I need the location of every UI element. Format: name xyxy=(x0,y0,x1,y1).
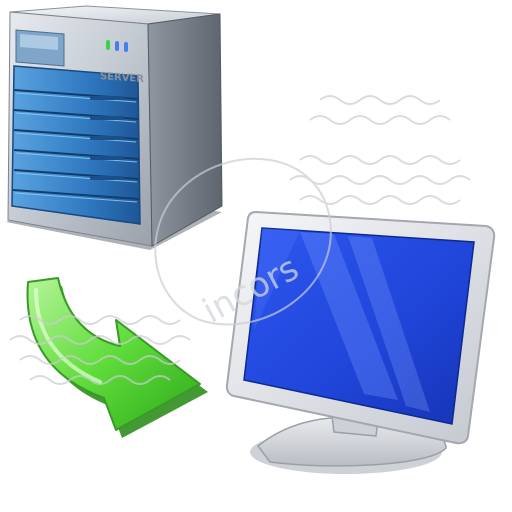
led-green-icon xyxy=(106,40,110,50)
watermark-text: incors xyxy=(196,248,305,331)
server-label: SERVER xyxy=(100,71,144,85)
led-blue-icon xyxy=(124,42,128,52)
led-blue-icon xyxy=(115,41,119,51)
